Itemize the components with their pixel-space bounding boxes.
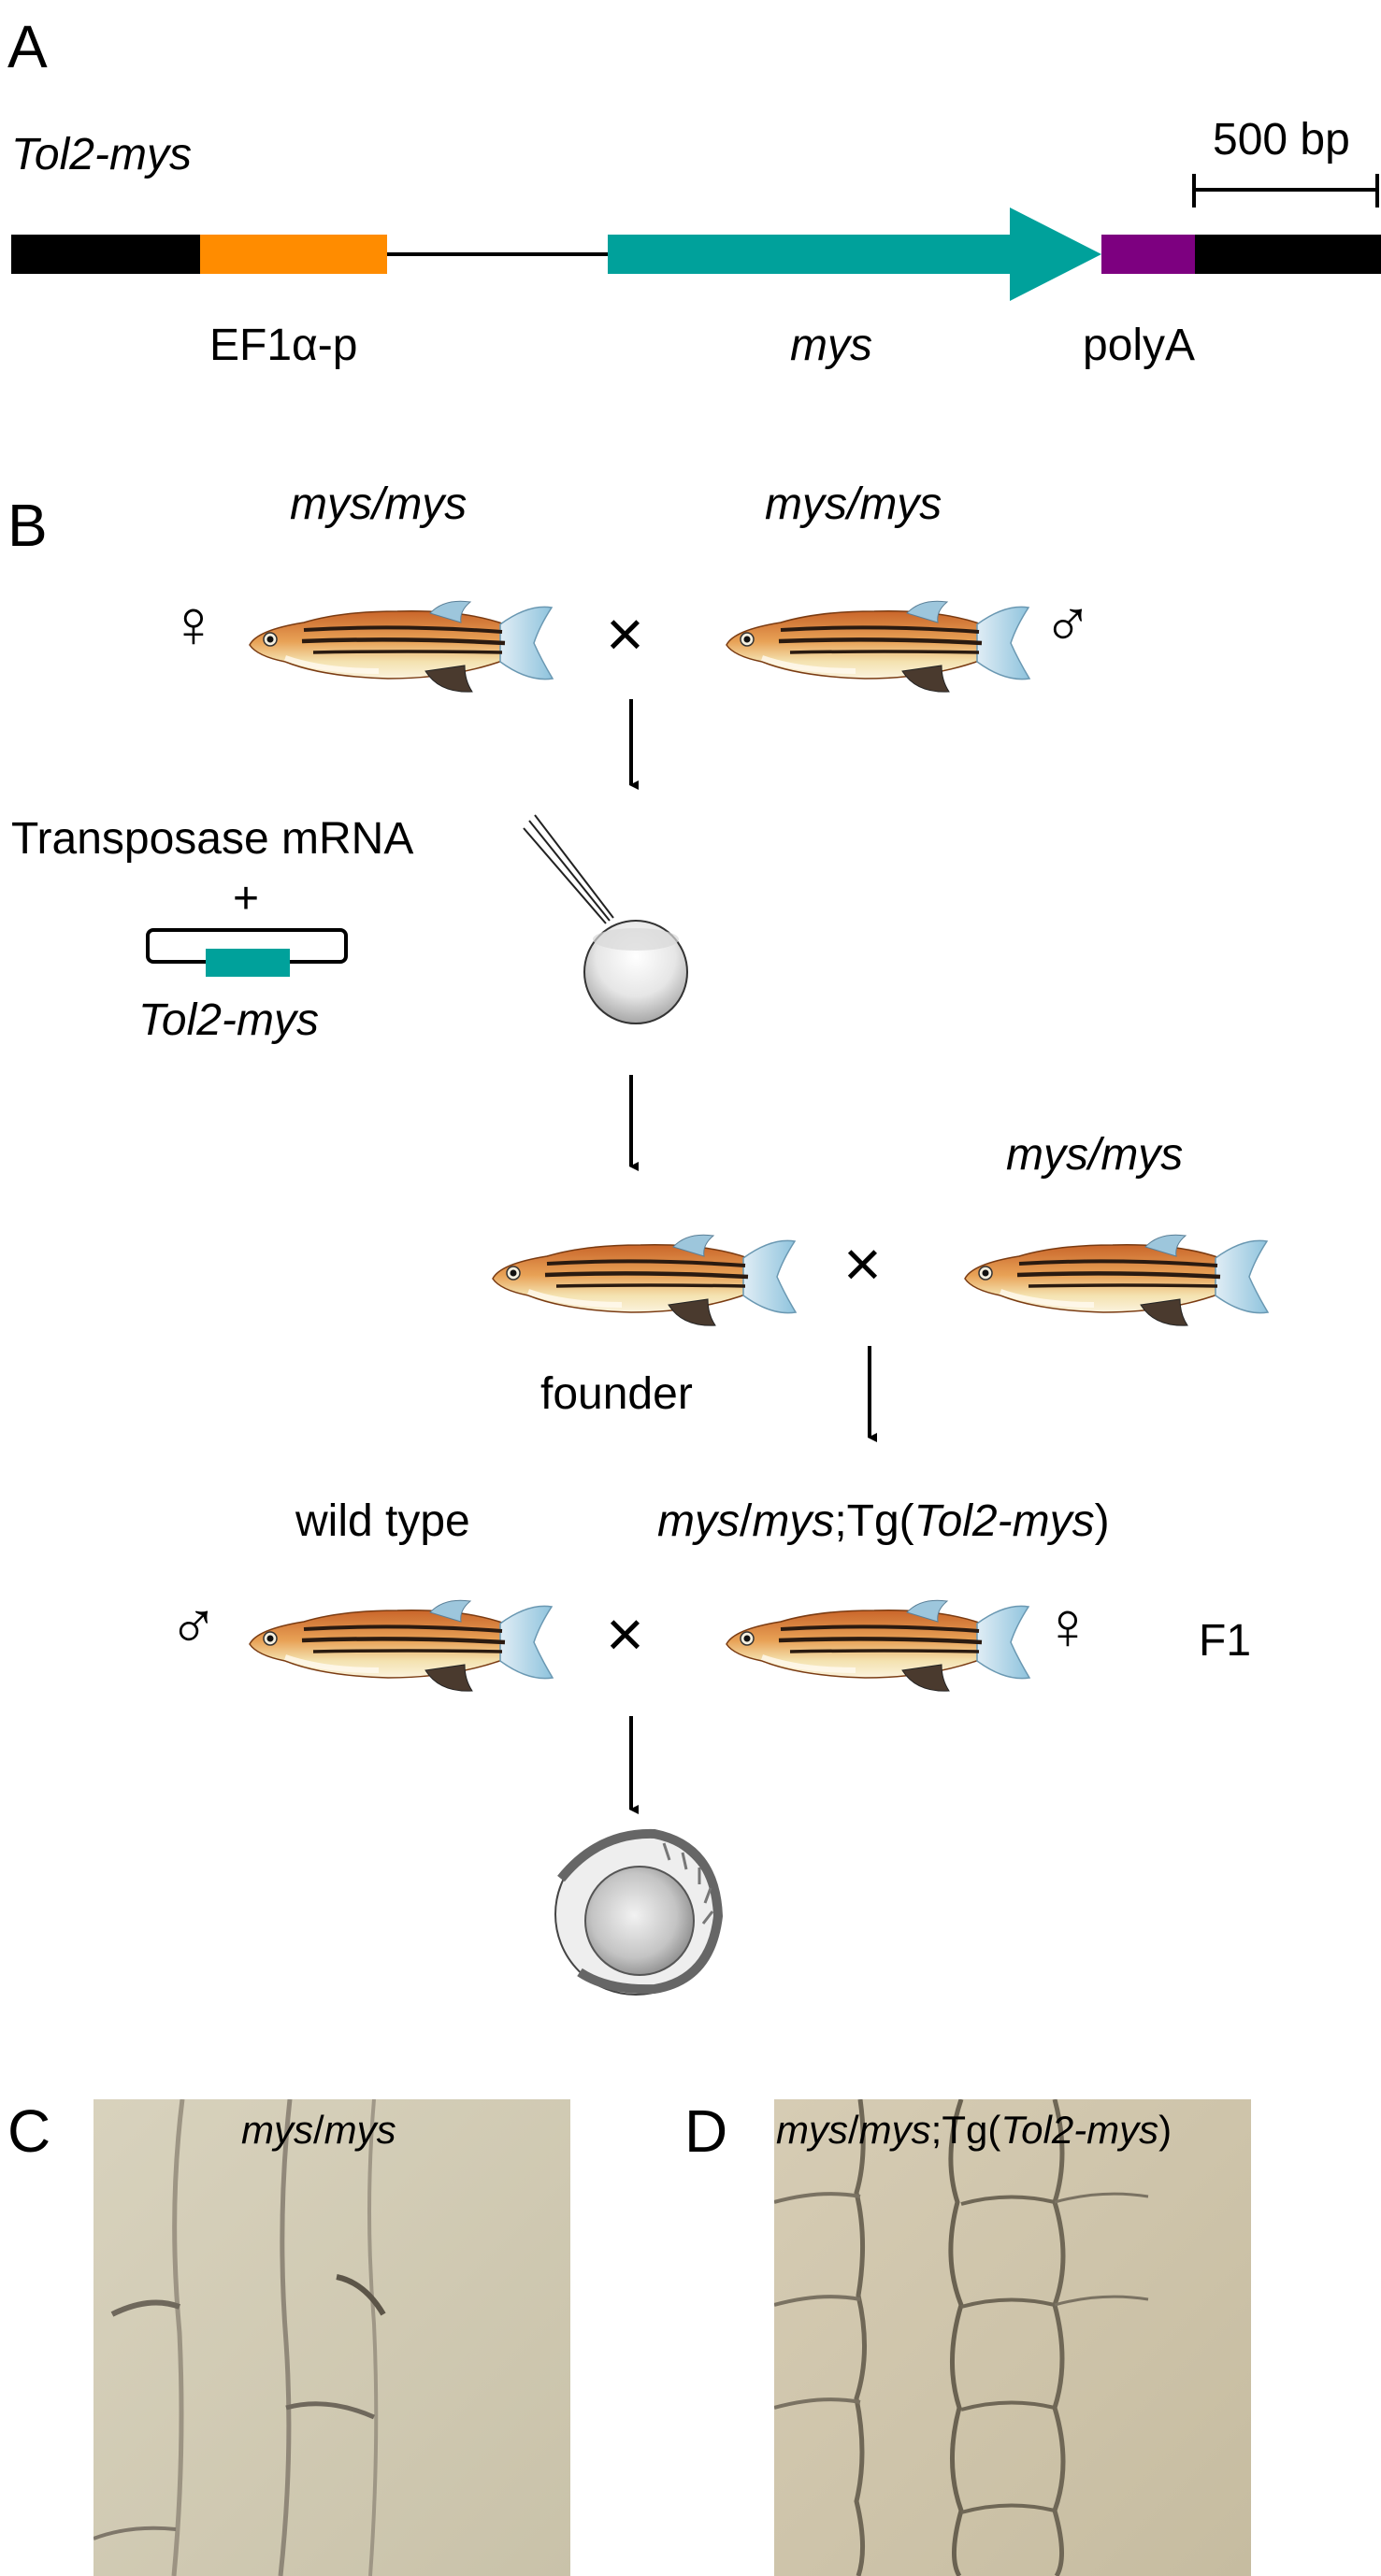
diagram-canvas: [11, 174, 1381, 1996]
panel-letter-c: C: [7, 2097, 51, 2165]
zebrafish-wild-type-male: [250, 1600, 553, 1691]
construct-name: Tol2-mys: [11, 130, 192, 179]
zebrafish-male-parent: [726, 601, 1029, 692]
polya-block: [1101, 235, 1195, 274]
founder-label: founder: [540, 1369, 693, 1419]
transgenic-genotype: mys/mys;Tg(Tol2-mys): [657, 1496, 1110, 1546]
plasmid-label: Tol2-mys: [138, 995, 319, 1045]
cross-symbol-parents: ×: [606, 597, 644, 670]
mys-mutant-photo: mys/mys: [94, 2099, 570, 2576]
rescued-transgenic-photo: mys/mys;Tg(Tol2-mys): [774, 2099, 1251, 2576]
promoter-label: EF1α-p: [209, 321, 358, 370]
male-symbol: ♂: [1043, 587, 1093, 662]
microinjection-needle: [523, 814, 614, 924]
zebrafish-transgenic-female: [726, 1600, 1029, 1691]
construct-map: [11, 174, 1381, 301]
cross-symbol-f1: ×: [606, 1597, 644, 1670]
tol2-left-arm: [11, 235, 200, 274]
plus-sign: +: [233, 874, 260, 923]
zebrafish-mys-mate: [965, 1235, 1268, 1325]
plasmid-icon: [146, 928, 348, 977]
left-parent-genotype: mys/mys: [290, 479, 468, 529]
panel-letter-a: A: [7, 13, 48, 80]
wild-type-label: wild type: [295, 1496, 470, 1546]
right-parent-genotype: mys/mys: [765, 479, 942, 529]
tol2-right-arm: [1195, 235, 1381, 274]
zebrafish-founder: [493, 1235, 796, 1325]
embryo-icon: [554, 1828, 724, 1996]
panel-letter-d: D: [684, 2097, 728, 2165]
male-symbol-f1: ♂: [168, 1589, 219, 1664]
panel-letter-b: B: [7, 492, 48, 559]
photo-caption-c: mys/mys: [241, 2108, 396, 2152]
zebrafish-female-parent: [250, 601, 553, 692]
mys-gene-arrow: [608, 208, 1101, 301]
cross-symbol-founder: ×: [843, 1227, 882, 1300]
scale-bar-label: 500 bp: [1213, 115, 1350, 165]
female-symbol-f1: ♀: [1043, 1589, 1093, 1664]
gene-label: mys: [790, 321, 872, 370]
mate-genotype: mys/mys: [1006, 1130, 1184, 1180]
polya-label: polyA: [1083, 321, 1196, 370]
scale-bar: [1192, 174, 1379, 208]
transposase-mrna-label: Transposase mRNA: [11, 814, 414, 864]
photo-caption-d: mys/mys;Tg(Tol2-mys): [776, 2108, 1172, 2152]
egg-icon: [583, 920, 688, 1024]
f1-generation-label: F1: [1199, 1616, 1252, 1666]
ef1a-promoter-block: [200, 235, 387, 274]
female-symbol: ♀: [168, 587, 219, 662]
